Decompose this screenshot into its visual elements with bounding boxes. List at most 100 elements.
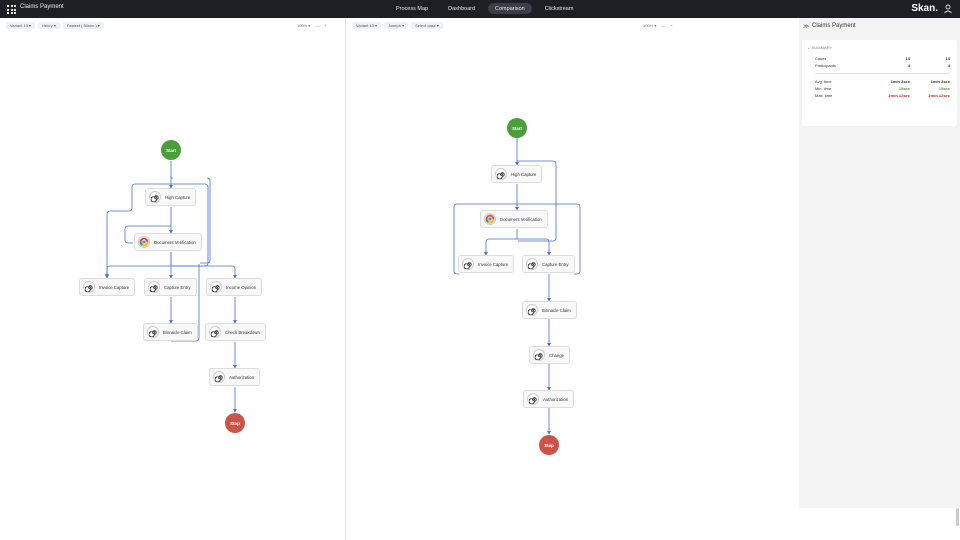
node-label: High Capture	[165, 194, 191, 200]
right-zoom-in-button[interactable]: +	[670, 23, 673, 28]
pane-divider[interactable]	[345, 18, 346, 540]
spiral-icon	[495, 168, 507, 180]
left-flow-edges	[105, 161, 237, 413]
app-title: Claims Payment	[20, 4, 64, 10]
right-node-high-capture[interactable]: High Capture	[491, 165, 543, 183]
right-node-document-verification[interactable]: Document Verification	[480, 210, 548, 228]
spiral-icon	[149, 191, 161, 203]
tab-process-map[interactable]: Process Map	[396, 5, 429, 12]
node-label: Invoice Capture	[99, 284, 130, 290]
row-value-left: 14	[905, 56, 910, 61]
node-label: High Capture	[511, 171, 537, 177]
spiral-icon	[526, 304, 538, 316]
summary-header[interactable]: ⌄ SUMMARY	[807, 45, 832, 50]
spiral-icon	[83, 281, 95, 293]
left-node-high-capture[interactable]: High Capture	[145, 188, 197, 206]
right-flow-edges	[453, 138, 581, 435]
left-node-binnacle-claim[interactable]: Binnacle Claim	[143, 323, 198, 341]
top-bar: Claims Payment Process Map Dashboard Com…	[0, 0, 960, 18]
tab-comparison[interactable]: Comparison	[488, 3, 532, 14]
left-node-authorization[interactable]: Authorization	[209, 368, 261, 386]
summary-card: ⌄ SUMMARY Cases 14 14 Participants 4 4 A…	[802, 40, 957, 126]
tab-dashboard[interactable]: Dashboard	[448, 5, 476, 12]
row-key: Max. time	[815, 93, 833, 98]
sidebar-title: Claims Payment	[812, 23, 856, 29]
spiral-icon	[533, 349, 545, 361]
node-label: Binnacle Claim	[163, 329, 192, 335]
left-zoom-in-button[interactable]: +	[324, 23, 327, 28]
right-node-authorization[interactable]: Authorization	[523, 390, 575, 408]
chevron-down-icon[interactable]: ⌄	[807, 46, 811, 50]
spiral-icon	[209, 326, 221, 338]
right-node-binnacle-claim[interactable]: Binnacle Claim	[522, 301, 577, 319]
node-label: Authorization	[229, 374, 255, 380]
left-start-node[interactable]: Start	[161, 140, 181, 160]
right-stop-node[interactable]: Stop	[539, 435, 559, 455]
right-node-capture-entry[interactable]: Capture Entry	[522, 255, 575, 273]
row-value-left: 2min 12sec	[888, 93, 910, 98]
left-zoom-out-button[interactable]: —	[315, 23, 320, 28]
summary-label: SUMMARY	[811, 46, 833, 50]
left-zoom-level[interactable]: 100% ▾	[297, 23, 311, 28]
spiral-icon	[147, 326, 159, 338]
chrome-icon	[484, 213, 496, 225]
row-value-right: 15sec	[938, 86, 950, 91]
node-label: Document Verification	[500, 216, 542, 222]
right-start-node[interactable]: Start	[507, 118, 527, 138]
right-node-invoice-capture[interactable]: Invoice Capture	[458, 255, 515, 273]
row-value-right: 14	[945, 56, 950, 61]
left-participant-select[interactable]: Henry ▾	[38, 22, 60, 29]
row-value-right: 2min 12sec	[928, 93, 950, 98]
right-node-change[interactable]: Change	[529, 346, 571, 364]
left-process-map[interactable]: Variant 13 ▾ Henry ▾ Fastest ( 50sec ) ▾…	[0, 18, 345, 540]
node-label: Document Verification	[154, 239, 196, 245]
left-node-invoice-capture[interactable]: Invoice Capture	[79, 278, 136, 296]
chrome-icon	[138, 236, 150, 248]
summary-sidebar: ≫ Claims Payment ⌄ SUMMARY Cases 14 14 P…	[799, 18, 960, 508]
row-key: Min. time	[815, 86, 832, 91]
left-stop-node[interactable]: Stop	[225, 413, 245, 433]
summary-row-min-time: Min. time 15sec 15sec	[815, 86, 950, 92]
node-label: Check Breakdown	[225, 329, 260, 335]
summary-row-cases: Cases 14 14	[815, 56, 950, 62]
tab-clickstream[interactable]: Clickstream	[544, 5, 574, 12]
right-zoom-out-button[interactable]: —	[661, 23, 666, 28]
node-label: Authorization	[543, 396, 569, 402]
right-zoom-controls: 100% ▾ — +	[643, 23, 673, 28]
left-node-capture-entry[interactable]: Capture Entry	[144, 278, 197, 296]
brand-logo: Skan.	[911, 3, 938, 14]
node-label: Binnacle Claim	[542, 307, 571, 313]
row-value-right: 4	[947, 63, 950, 68]
spiral-icon	[527, 393, 539, 405]
nav-tabs: Process Map Dashboard Comparison Clickst…	[389, 3, 580, 14]
spiral-icon	[462, 258, 474, 270]
row-key: Participants	[815, 63, 836, 68]
right-filter-bar: Variant 13 ▾ Joseph ▾ Select case ▾	[352, 22, 443, 29]
summary-row-avg-time: Avg. time 1min 3sec 1min 3sec	[815, 79, 950, 85]
row-value-left: 4	[907, 63, 910, 68]
right-case-select[interactable]: Select case ▾	[411, 22, 443, 29]
right-variant-select[interactable]: Variant 13 ▾	[352, 22, 382, 29]
right-zoom-level[interactable]: 100% ▾	[643, 23, 657, 28]
left-case-select[interactable]: Fastest ( 50sec ) ▾	[62, 22, 104, 29]
summary-row-max-time: Max. time 2min 12sec 2min 12sec	[815, 93, 950, 99]
row-key: Cases	[815, 56, 827, 61]
node-label: Invoice Capture	[478, 261, 509, 267]
left-zoom-controls: 100% ▾ — +	[297, 23, 327, 28]
right-participant-select[interactable]: Joseph ▾	[384, 22, 409, 29]
spiral-icon	[526, 258, 538, 270]
left-variant-select[interactable]: Variant 13 ▾	[6, 22, 36, 29]
row-key: Avg. time	[815, 79, 832, 84]
left-node-check-breakdown[interactable]: Check Breakdown	[205, 323, 266, 341]
left-node-income-opinion[interactable]: Income Opinion	[206, 278, 263, 296]
row-value-left: 15sec	[898, 86, 910, 91]
spiral-icon	[213, 371, 225, 383]
vertical-scrollbar[interactable]	[956, 508, 959, 526]
user-icon[interactable]	[943, 4, 953, 14]
row-value-left: 1min 3sec	[890, 79, 910, 84]
row-value-right: 1min 3sec	[930, 79, 950, 84]
apps-grid-icon[interactable]	[7, 5, 16, 14]
left-node-document-verification[interactable]: Document Verification	[134, 233, 202, 251]
collapse-sidebar-button[interactable]: ≫	[803, 24, 810, 30]
right-process-map[interactable]: Variant 13 ▾ Joseph ▾ Select case ▾ 100%…	[346, 18, 799, 540]
